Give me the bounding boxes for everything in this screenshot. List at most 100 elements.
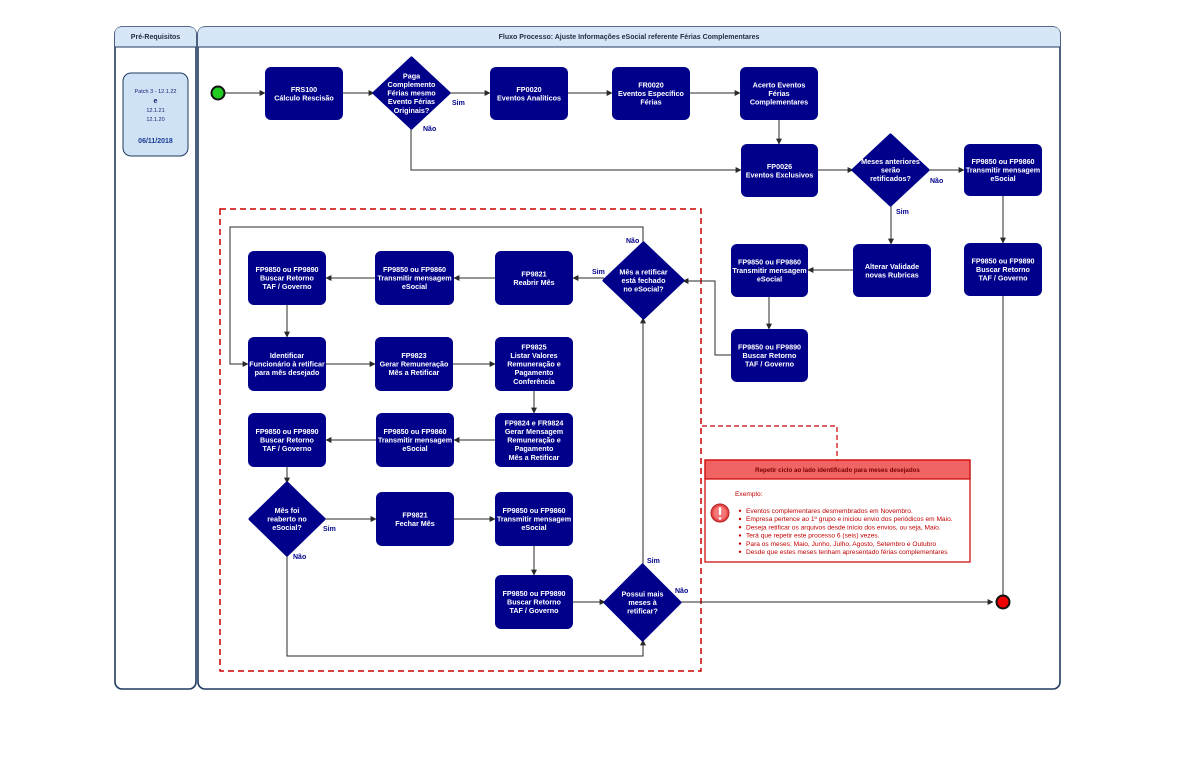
node-label-line: Eventos Específico bbox=[618, 89, 685, 98]
node-label-line: Possui mais bbox=[622, 590, 664, 599]
node-label-line: Fechar Mês bbox=[395, 519, 435, 528]
node-shape bbox=[248, 337, 326, 391]
node-label-line: FP9850 ou FP9890 bbox=[971, 257, 1034, 266]
node-label-line: está fechado bbox=[622, 276, 667, 285]
node-shape bbox=[731, 244, 808, 297]
node-label-line: Buscar Retorno bbox=[743, 351, 798, 360]
node-label-line: FRS100 bbox=[291, 85, 317, 94]
node-label-line: Alterar Validade bbox=[865, 262, 919, 271]
node-label-line: FP9850 ou FP9860 bbox=[502, 506, 565, 515]
edges bbox=[225, 90, 1006, 657]
node-label-line: Transmitir mensagem bbox=[732, 266, 806, 275]
bullet-dot bbox=[738, 509, 742, 512]
note-bullet: Terá que repetir este processo 6 (seis) … bbox=[746, 533, 880, 540]
node-label-line: Complementares bbox=[750, 98, 808, 107]
node-label-line: Identificar bbox=[270, 351, 305, 360]
node-shape bbox=[612, 67, 690, 120]
bullet-dot bbox=[738, 534, 742, 537]
note-connector bbox=[702, 425, 838, 460]
bullet-dot bbox=[738, 517, 742, 521]
node-label-line: Pagamento bbox=[515, 444, 554, 453]
node-label-line: Cálculo Rescisão bbox=[274, 93, 334, 102]
bullet-dot bbox=[738, 542, 742, 545]
node-label-line: Paga bbox=[403, 71, 421, 80]
note-title: Repetir ciclo ao lado identificado para … bbox=[755, 467, 920, 474]
node-label-line: FP9850 ou FP9860 bbox=[971, 157, 1034, 166]
node-label-line: Férias bbox=[768, 89, 789, 98]
node-label-line: Reabrir Mês bbox=[513, 278, 554, 287]
node-label-line: TAF / Governo bbox=[263, 282, 313, 291]
bullet-dot bbox=[738, 550, 742, 553]
node-label-line: TAF / Governo bbox=[745, 360, 795, 369]
note-bullet: Empresa pertence ao 1º grupo e iniciou e… bbox=[746, 516, 953, 523]
label-meses-nao: Não bbox=[930, 178, 943, 185]
node-label-line: Gerar Remuneração bbox=[380, 360, 449, 369]
prereq-line-4: 12.1.20 bbox=[146, 117, 164, 123]
retification-cycle-region bbox=[219, 208, 702, 672]
node-label-line: eSocial bbox=[402, 282, 427, 291]
node-label-line: Gerar Mensagem bbox=[505, 427, 563, 436]
node-label-line: TAF / Governo bbox=[510, 606, 560, 615]
node-label-line: reaberto no bbox=[267, 515, 307, 524]
node-shape bbox=[603, 563, 682, 642]
node-shape bbox=[495, 337, 573, 391]
node-label-line: Buscar Retorno bbox=[976, 265, 1031, 274]
label-paga-nao: Não bbox=[423, 126, 436, 133]
node-label-line: FP9850 ou FP9890 bbox=[502, 589, 565, 598]
node-label-line: retificar? bbox=[627, 607, 658, 616]
node-label-line: FP9850 ou FP9890 bbox=[255, 265, 318, 274]
node-label-line: Transmitir mensagem bbox=[966, 166, 1040, 175]
prereq-line-2: e bbox=[154, 98, 158, 105]
node-label-line: no eSocial? bbox=[623, 285, 663, 294]
node-label-line: Eventos Analíticos bbox=[497, 93, 561, 102]
label-reaberto-nao: Não bbox=[293, 554, 306, 561]
node-label-line: eSocial bbox=[521, 523, 546, 532]
node-label-line: eSocial bbox=[757, 275, 782, 284]
node-label-line: FP9824 e FR9824 bbox=[505, 418, 564, 427]
node-shape bbox=[495, 575, 573, 629]
node-label-line: Buscar Retorno bbox=[507, 598, 562, 607]
node-label-line: FP9823 bbox=[401, 351, 426, 360]
node-label-line: Mês a retificar bbox=[619, 268, 668, 277]
node-shape bbox=[964, 144, 1042, 196]
node-label-line: eSocial bbox=[990, 174, 1015, 183]
node-label-line: Mês a Retificar bbox=[389, 368, 440, 377]
node-shape bbox=[248, 251, 326, 305]
node-label-line: Férias mesmo bbox=[387, 89, 436, 98]
note-heading: Exemplo: bbox=[735, 491, 763, 498]
node-label-line: Transmitir mensagem bbox=[378, 436, 452, 445]
node-label-line: FP9821 bbox=[521, 269, 546, 278]
node-label-line: Complemento bbox=[388, 80, 437, 89]
note-bullet: Para os meses: Maio, Junho, Julho, Agost… bbox=[746, 541, 937, 548]
end-event bbox=[995, 594, 1011, 610]
node-label-line: FP9850 ou FP9890 bbox=[738, 343, 801, 352]
node-label-line: TAF / Governo bbox=[979, 274, 1029, 283]
label-fechado-nao: Não bbox=[626, 238, 639, 245]
node-shape bbox=[376, 492, 454, 546]
node-shape bbox=[248, 413, 326, 467]
node-label-line: meses à bbox=[628, 598, 657, 607]
node-label-line: Meses anteriores bbox=[861, 157, 920, 166]
node-label-line: retificados? bbox=[870, 174, 911, 183]
note-bullet: Deseja retificar os arquivos desde iníci… bbox=[746, 524, 941, 531]
node-shape bbox=[741, 144, 818, 197]
node-shape bbox=[964, 243, 1042, 296]
node-shape bbox=[490, 67, 568, 120]
node-label-line: Transmitir mensagem bbox=[497, 515, 571, 524]
node-shape bbox=[372, 56, 451, 130]
